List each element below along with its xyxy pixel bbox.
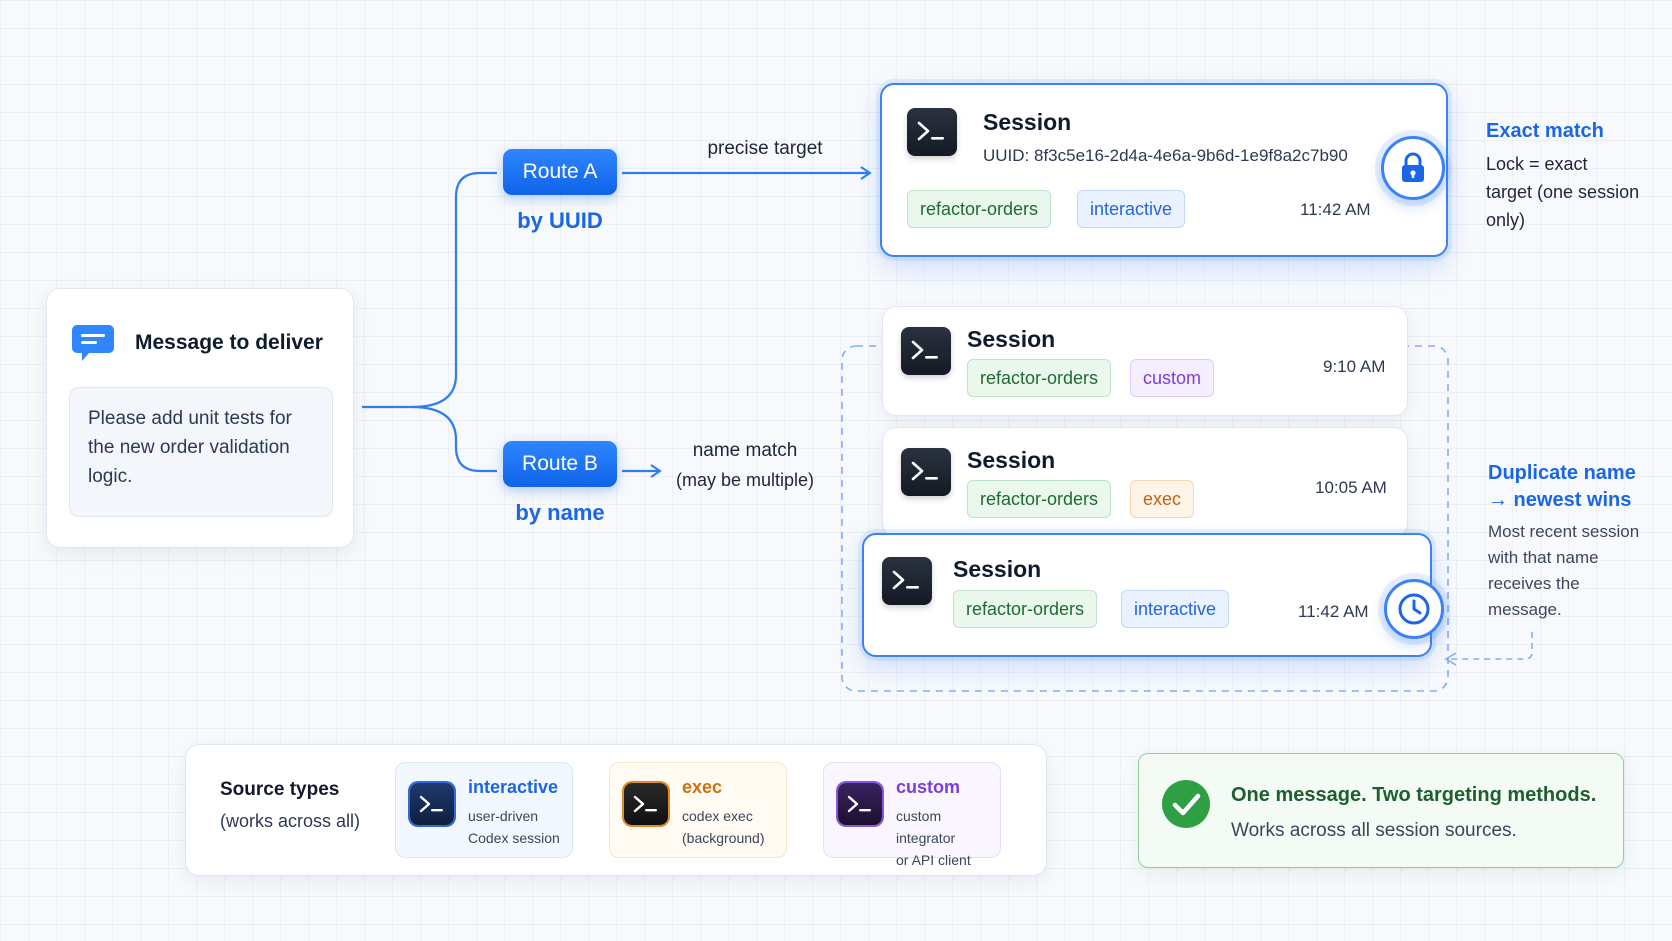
tag-name: refactor-orders: [967, 480, 1112, 518]
source-interactive: interactive user-driven Codex session: [395, 762, 573, 858]
source-desc: custom integrator or API client: [896, 808, 971, 868]
terminal-icon: [838, 783, 882, 825]
duplicate-name-title: Duplicate name: [1488, 462, 1636, 484]
source-desc: user-driven Codex session: [468, 808, 560, 846]
terminal-icon: [410, 783, 454, 825]
message-body: Please add unit tests for the new order …: [69, 387, 333, 517]
source-desc: codex exec (background): [682, 808, 765, 846]
session-uuid: UUID: 8f3c5e16-2d4a-4e6a-9b6d-1e9f8a2c7b…: [983, 146, 1348, 165]
message-title: Message to deliver: [135, 331, 323, 354]
tag-name: refactor-orders: [953, 590, 1098, 628]
tag-source: interactive: [1121, 590, 1230, 628]
session-title: Session: [967, 447, 1056, 473]
connector-to-route-a: [362, 171, 497, 409]
source-exec: exec codex exec (background): [609, 762, 787, 858]
session-title: Session: [953, 556, 1042, 582]
route-b-subtitle: by name: [515, 500, 605, 525]
duplicate-note-line-4: message.: [1488, 600, 1562, 619]
exact-note-line-1: Lock = exact: [1486, 154, 1588, 174]
terminal-icon: [907, 108, 957, 156]
duplicate-note-line-2: with that name: [1488, 548, 1599, 567]
tag-name: refactor-orders: [907, 190, 1052, 228]
message-card: Message to deliver Please add unit tests…: [46, 288, 354, 548]
terminal-icon: [901, 448, 951, 496]
terminal-icon: [882, 557, 932, 605]
summary-title: One message. Two targeting methods.: [1231, 784, 1597, 806]
newest-session-card[interactable]: Session refactor-orders interactive 11:4…: [862, 533, 1444, 657]
session-title: Session: [967, 326, 1056, 352]
duplicate-note-line-1: Most recent session: [1488, 522, 1640, 541]
precise-target-label: precise target: [707, 138, 823, 159]
clock-badge: [1384, 579, 1444, 639]
session-time: 9:10 AM: [1323, 357, 1386, 376]
arrow-newest-wins-head: [1444, 652, 1457, 666]
newest-wins-title: → newest wins: [1488, 489, 1632, 511]
exact-note-line-2: target (one session: [1486, 182, 1640, 202]
terminal-icon: [624, 783, 668, 825]
source-types-subtitle: (works across all): [220, 811, 361, 831]
arrow-newest-wins: [1448, 632, 1533, 660]
name-session-card-1[interactable]: Session refactor-orders custom 9:10 AM: [882, 306, 1408, 416]
name-match-label: name match: [692, 440, 798, 461]
summary-card: One message. Two targeting methods. Work…: [1138, 753, 1624, 868]
may-be-multiple-label: (may be multiple): [675, 470, 815, 490]
chat-bubble-icon: [72, 325, 114, 361]
duplicate-note-line-3: receives the: [1488, 574, 1580, 593]
clock-icon: [1398, 593, 1430, 625]
route-b-button[interactable]: Route B: [503, 441, 617, 487]
source-custom: custom custom integrator or API client: [823, 762, 1001, 868]
connector-to-route-b: [411, 405, 497, 473]
session-time: 10:05 AM: [1315, 478, 1387, 497]
lock-badge: [1381, 136, 1445, 200]
session-time: 11:42 AM: [1300, 200, 1371, 219]
session-title: Session: [983, 109, 1072, 135]
source-name: custom: [896, 777, 961, 797]
source-types-title: Source types: [220, 779, 340, 800]
tag-name: refactor-orders: [967, 359, 1112, 397]
session-time: 11:42 AM: [1298, 602, 1369, 621]
terminal-icon: [901, 327, 951, 375]
exact-match-title: Exact match: [1486, 120, 1604, 142]
exact-note-line-3: only): [1486, 210, 1526, 230]
source-name: exec: [682, 777, 723, 797]
source-types-panel: Source types (works across all) interact…: [185, 744, 1047, 876]
summary-subtitle: Works across all session sources.: [1231, 820, 1517, 841]
source-name: interactive: [468, 777, 559, 797]
exact-session-card[interactable]: Session UUID: 8f3c5e16-2d4a-4e6a-9b6d-1e…: [880, 83, 1448, 257]
tag-source: interactive: [1077, 190, 1186, 228]
route-a-subtitle: by UUID: [517, 208, 603, 233]
route-a-button[interactable]: Route A: [503, 149, 617, 195]
tag-source: custom: [1130, 359, 1215, 397]
name-session-card-2[interactable]: Session refactor-orders exec 10:05 AM: [882, 427, 1408, 537]
tag-source: exec: [1130, 480, 1195, 518]
lock-icon: [1402, 152, 1424, 182]
check-circle-icon: [1162, 780, 1210, 828]
